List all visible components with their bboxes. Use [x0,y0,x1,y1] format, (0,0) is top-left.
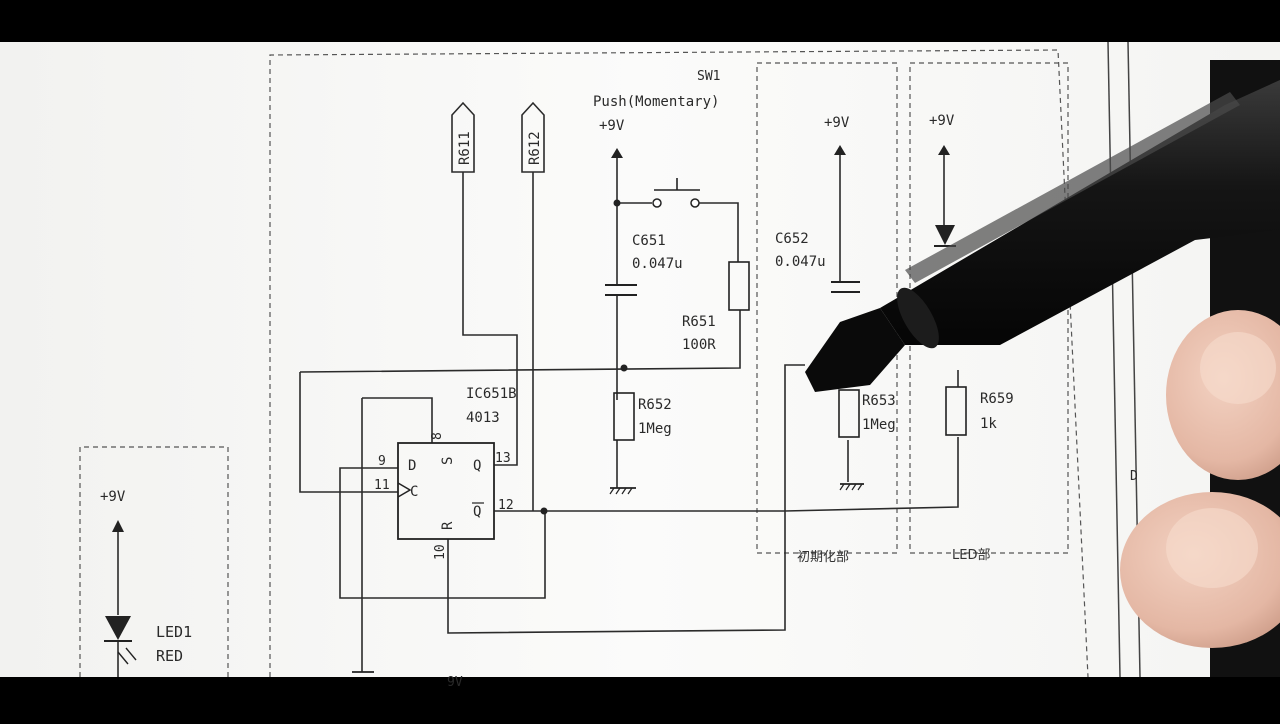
ic651b-flipflop: IC651B 4013 D C S Q R Q 9 11 8 13 12 10 [374,386,517,560]
switch-sw1: SW1 Push(Momentary) [593,69,720,208]
svg-text:R612: R612 [527,131,543,165]
connector-r612: R612 [521,101,545,173]
supply-label-led: +9V [929,113,955,129]
svg-text:Q: Q [473,504,481,520]
svg-text:100R: 100R [682,337,716,353]
svg-text:R653: R653 [862,393,896,409]
resistor-r651: R651 100R [682,261,750,353]
svg-text:C: C [410,484,418,500]
svg-text:0.047u: 0.047u [632,256,683,272]
paper-sheet [0,42,1280,677]
led1: LED1 RED [104,616,192,665]
partial-label: 9V [447,675,463,690]
capacitor-c651: C651 0.047u [605,233,683,296]
svg-text:S: S [440,457,456,465]
svg-text:R611: R611 [457,131,473,165]
supply-label-sw1: +9V [599,118,625,134]
supply-label-led1: +9V [100,489,126,505]
svg-text:C652: C652 [775,231,809,247]
border-letter: D [1130,469,1138,484]
svg-text:R659: R659 [980,391,1014,407]
svg-text:Q: Q [473,458,481,474]
svg-text:13: 13 [495,451,511,466]
svg-text:0.047u: 0.047u [775,254,826,270]
svg-text:R652: R652 [638,397,672,413]
svg-text:12: 12 [498,498,514,513]
svg-text:1Meg: 1Meg [862,417,896,433]
letterbox-top [0,0,1280,42]
letterbox-bottom [0,677,1280,720]
svg-text:10: 10 [433,544,448,560]
supply-label-c652: +9V [824,115,850,131]
svg-text:1Meg: 1Meg [638,421,672,437]
connector-r611: R611 [451,101,475,173]
svg-text:C651: C651 [632,233,666,249]
pen [805,80,1280,392]
svg-text:4013: 4013 [466,410,500,426]
svg-text:SW1: SW1 [697,69,720,84]
section-label-init: 初期化部 [797,550,849,565]
svg-text:RED: RED [156,647,183,665]
section-label-led: LED部 [952,548,990,563]
resistor-r653: R653 1Meg [838,389,896,491]
svg-text:Push(Momentary): Push(Momentary) [593,94,719,110]
main-section-box [269,49,1089,678]
svg-text:1k: 1k [980,416,997,432]
svg-text:R651: R651 [682,314,716,330]
svg-text:8: 8 [430,432,445,440]
svg-text:R: R [440,521,456,530]
svg-text:IC651B: IC651B [466,386,517,402]
capacitor-c652: C652 0.047u [775,231,860,293]
svg-text:11: 11 [374,478,390,493]
svg-text:LED1: LED1 [156,623,192,641]
svg-text:9: 9 [378,454,386,469]
hand-fingers [1120,310,1280,648]
resistor-r652: R652 1Meg [609,392,672,495]
wiring [117,155,959,677]
svg-text:D: D [408,458,416,474]
resistor-r659: R659 1k [945,386,1014,436]
